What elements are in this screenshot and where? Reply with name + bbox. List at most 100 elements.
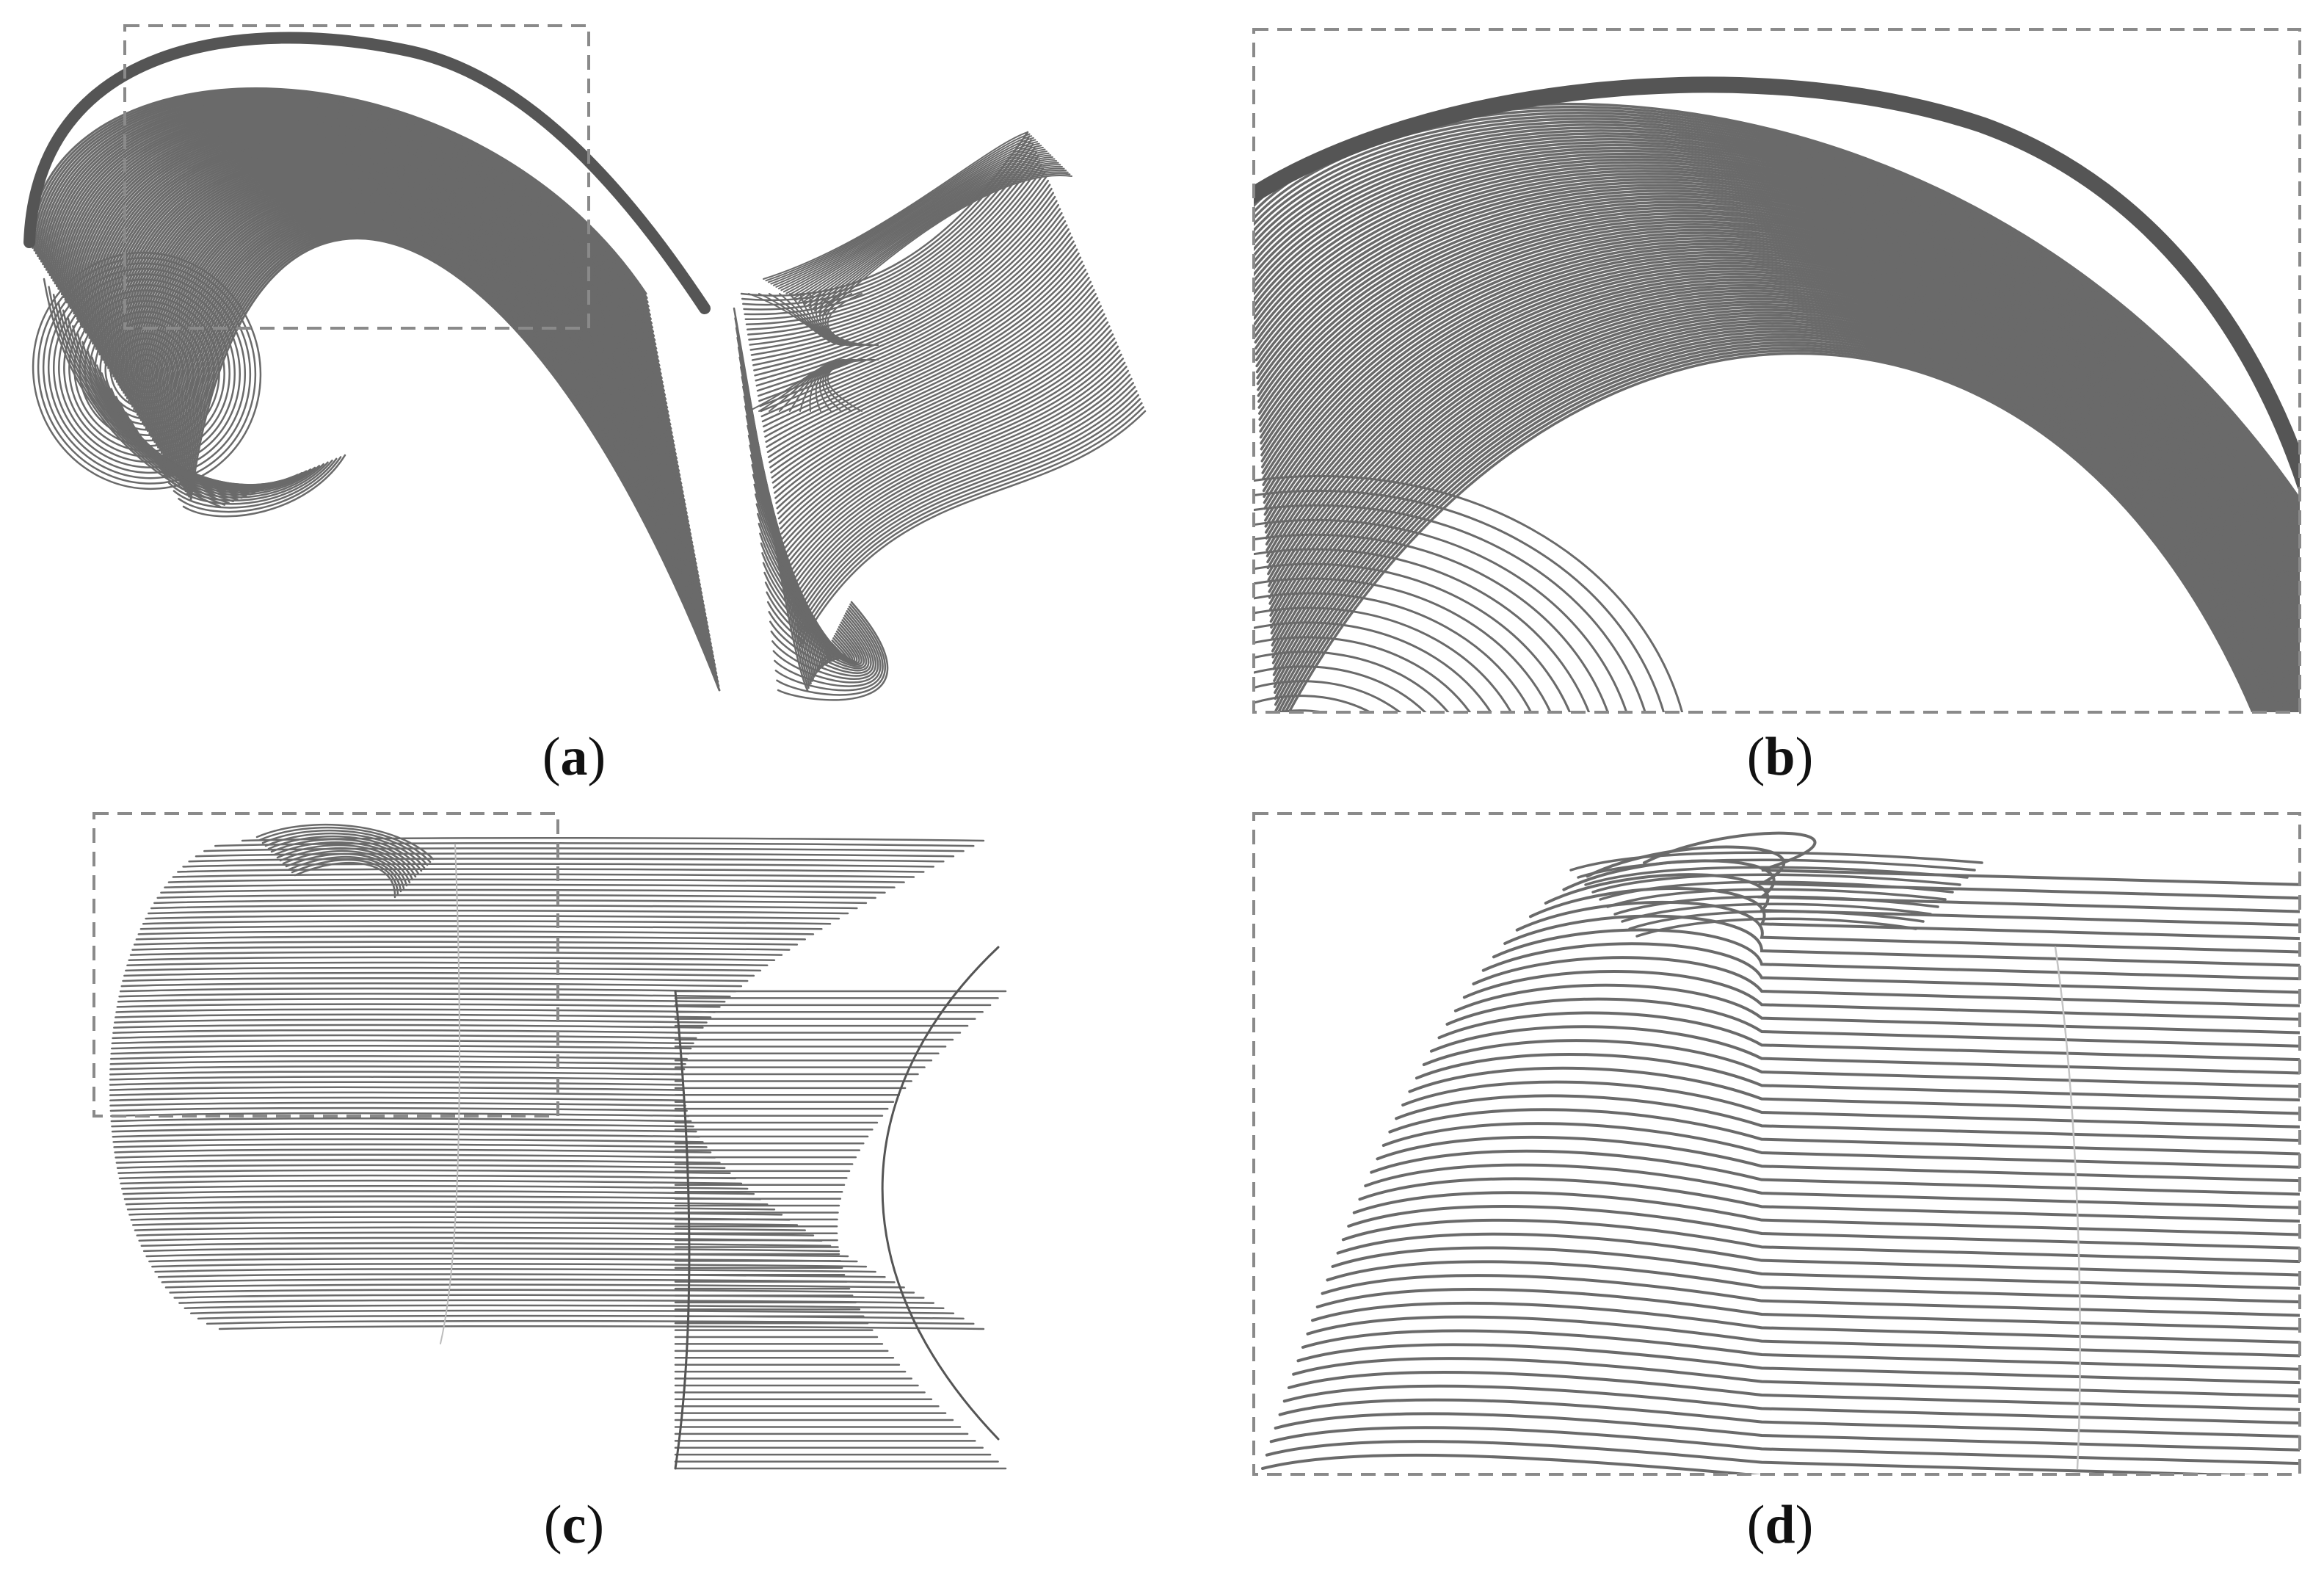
blade-toolpath-line [93,148,677,455]
zoom-toolpath-line [1254,126,2300,534]
spiral-loop [109,332,184,410]
flange-toolpath-line [158,463,324,499]
zoom-toolpath-line [1254,135,2300,546]
panel-c-zoom-frame [92,812,559,1118]
zoom-band-line [1311,1301,2300,1344]
funnel-toolpath-line [794,385,1136,617]
flare-tip-line [808,165,1063,309]
caption-c: (c) [544,1498,604,1552]
funnel-lower-line [762,562,858,663]
caption-a-letter: a [560,727,588,787]
zoom-band-line [1331,1246,2300,1290]
band-toolpath-line [135,935,807,941]
band-toolpath-line [164,883,896,888]
band-toolpath-line [113,1024,704,1029]
zoom-spiral-loop [1254,504,1658,712]
zoom-spiral-loop [1254,606,1534,712]
funnel-toolpath-line [746,159,1041,330]
funnel-toolpath-line [786,349,1121,571]
funnel-lower-line [761,552,856,662]
zoom-band-line [1292,1357,2300,1398]
zoom-band-line [1437,1011,2300,1062]
zoom-toolpath-line [1264,256,2300,712]
funnel-toolpath-line [787,353,1122,576]
blade-toolpath-line [28,87,647,295]
band-toolpath-line [160,888,886,894]
blade-toolpath-line [37,95,651,316]
caption-b-letter: b [1765,727,1795,787]
curl-line [261,829,429,866]
flare-tip-line [818,173,1071,315]
funnel-lower-line [764,582,863,666]
band-toolpath-line [109,1101,686,1107]
band-toolpath-line [117,998,726,1003]
band-toolpath-line [136,1231,815,1236]
zoom-toolpath-line [1261,228,2300,677]
zoom-toolpath-line [1254,152,2300,570]
flare-tip-line [793,154,1052,300]
blade-toolpath-line [76,132,669,413]
blade-toolpath-line [60,117,662,375]
band-toolpath-line [109,1096,686,1101]
spiral-loop [125,348,169,394]
panel-b-frame [1252,28,2301,714]
flange-toolpath-line [182,454,346,518]
zoom-curl-line [1599,880,1954,901]
zoom-toolpath-line [1254,120,2300,526]
zoom-band-line [1352,1191,2300,1236]
funnel-lower-line [777,601,889,701]
flange-toolpath-line [173,457,338,509]
zoom-toolpath-line [1254,178,2300,605]
funnel-toolpath-line [793,382,1135,612]
blade-toolpath-line [40,98,653,325]
band-toolpath-line [157,1273,886,1278]
blade-toolpath-line [55,113,660,363]
caption-d: (d) [1747,1498,1813,1552]
band-toolpath-line [113,1018,708,1024]
funnel-lower-line [766,601,868,670]
zoom-toolpath-line [1256,186,2300,617]
zoom-toolpath-line [1259,214,2300,657]
blade-toolpath-line [62,120,663,380]
zoom-spiral-loop [1219,745,1365,871]
zoom-toolpath-line [1254,123,2300,530]
zoom-band-line [1492,928,2300,981]
hyperbolic-sheet [674,990,1007,1470]
funnel-toolpath-line [751,184,1051,361]
spiral-loop [68,289,225,452]
funnel-toolpath-line [780,317,1107,530]
band-toolpath-line [150,904,858,910]
zoom-toolpath-line [1254,141,2300,554]
zoom-band-line [1265,1440,2260,1474]
funnel-toolpath-line [756,208,1061,392]
curl-line [258,826,432,863]
zoom-curl-line [1577,858,1976,879]
spiral-loop [63,283,230,458]
zoom-curl-line [1584,866,1969,886]
band-toolpath-line [123,971,755,977]
funnel-toolpath-line [778,313,1105,525]
caption-a-open: ( [542,727,561,787]
flare-tip-line [767,135,1033,283]
zoom-band-line [1315,1288,2300,1330]
band-toolpath-line [109,1060,686,1065]
flare-tip-line [785,148,1046,294]
funnel-toolpath-line [763,240,1075,433]
band-toolpath-line [218,1325,985,1330]
zoom-band-line [1422,1039,2300,1088]
zoom-band-line [1381,1122,2300,1169]
zoom-band-line [1503,914,2300,967]
band-toolpath-line [203,847,965,852]
blade-toolpath-line [79,135,671,421]
band-toolpath-line [119,988,737,993]
band-toolpath-line [112,1029,700,1035]
blade-toolpath-line [64,121,664,384]
blade-toolpath-line [43,101,655,333]
zoom-curl-line [1613,895,1939,916]
zoom-band-line [1395,1094,2300,1142]
zoom-band-line [1358,1177,2300,1223]
caption-a-close: ) [587,727,606,787]
funnel-toolpath-line [777,309,1104,520]
funnel-toolpath-line [775,297,1099,504]
